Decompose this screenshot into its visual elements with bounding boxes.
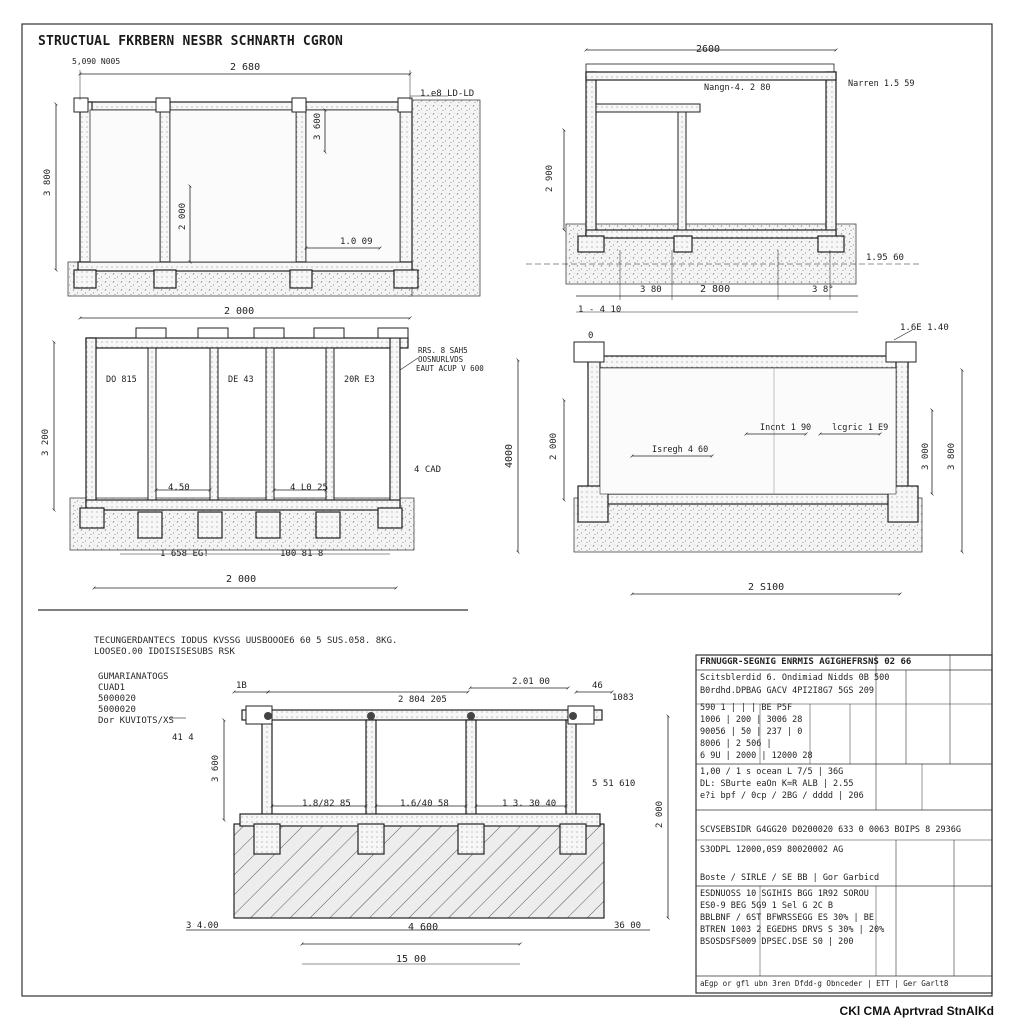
title-block-row: S3ODPL 12000,0S9 80020002 AG (700, 845, 844, 855)
title-block-heading: FRNUGGR-SEGNIG ENRMIS AGIGHEFRSNS 02 66 (700, 657, 912, 667)
title-block-row: 590 1 | | | BE P5F (700, 703, 793, 713)
dim-label: 3 800 (947, 443, 957, 470)
dim-label: 2.01 00 (512, 677, 550, 687)
dim-label: 1.95 60 (866, 253, 904, 263)
dim-label: 100 81 8 (280, 549, 323, 559)
dim-label: 2600 (696, 44, 720, 55)
title-block-row: 90056 | 50 | 237 | 0 (700, 727, 803, 737)
dim-label: 15 00 (396, 954, 426, 965)
dim-label: 1 3. 30 40 (502, 799, 556, 809)
dim-label: 5 51 610 (592, 779, 635, 789)
title-block-row: ESDNUOSS 10 SGIHIS BGG 1R92 SOROU (700, 889, 869, 899)
title-block-row: B0rdhd.DPBAG GACV 4PI2I8G7 5GS 209 (700, 686, 874, 696)
dim-label: EAUT ACUP V 600 (416, 364, 484, 373)
title-block-row: SCVSEBSIDR G4GG20 D0200020 633 0 0063 BO… (700, 825, 961, 835)
approval-stamp: CKl CMA Aprtvrad StnAlKd (839, 1004, 994, 1018)
title-block-row: Scitsblerdid 6. Ondimiad Nidds 0B 500 (700, 673, 890, 683)
dim-label: 3 800 (43, 169, 53, 196)
dim-label: 36 00 (614, 921, 641, 931)
dim-label: 3 200 (41, 429, 51, 456)
dim-label: 1083 (612, 693, 634, 703)
dim-label: 5,090 N005 (72, 57, 120, 66)
view-bottom-left: 1B 2 804 205 2.01 00 46 1083 41 4 3 600 … (170, 677, 670, 965)
dim-label: 2 000 (178, 203, 188, 230)
dim-label: 1.0 09 (340, 237, 373, 247)
dim-label: 3 4.00 (186, 921, 219, 931)
view-mid-right: 0 1.6E 1.40 Incnt 1 90 lcgric 1 E9 Isreg… (504, 323, 964, 596)
dim-label: 41 4 (172, 733, 194, 743)
dim-label: Narren 1.5 59 (848, 79, 915, 89)
dim-label: DO 815 (106, 375, 137, 385)
title-block-row: BTREN 1003 2 EGEDHS DRVS S 30% | 20% (700, 925, 885, 935)
note-line: 5000020 (98, 705, 136, 715)
dim-label: 3 600 (313, 113, 323, 140)
sheet-border (21, 23, 993, 997)
title-block-row: BBLBNF / 6ST BFWRSSEGG ES 30% | BE (700, 913, 874, 923)
dim-label: 3 8° (812, 285, 834, 295)
title-block-grid (695, 654, 993, 994)
dim-label: 20R E3 (344, 375, 375, 385)
dim-label: 2 800 (700, 284, 730, 295)
note-line: 5000020 (98, 694, 136, 704)
dim-label: 46 (592, 681, 603, 691)
dim-label: 4000 (504, 444, 515, 468)
title-block-row: BSOSDSFS009 DPSEC.DSE S0 | 200 (700, 937, 854, 947)
title-block-row: e?i bpf / 0cp / 2BG / dddd | 206 (700, 791, 864, 801)
dim-label: OOSNURLVDS (418, 355, 464, 364)
notes-header-line: TECUNGERDANTECS IODUS KVSSG UUSBOOOE6 60… (94, 636, 398, 646)
dim-label: 2 000 (224, 306, 254, 317)
dim-label: 1 658 EG! (160, 549, 209, 559)
dim-label: 2 900 (545, 165, 555, 192)
dim-label: 2 804 205 (398, 695, 447, 705)
title-block: FRNUGGR-SEGNIG ENRMIS AGIGHEFRSNS 02 66 … (696, 655, 992, 993)
dim-label: 2 000 (226, 574, 256, 585)
dim-label: 1.6/40 58 (400, 799, 449, 809)
view-mid-left: 2 000 RRS. 8 SAH5 OOSNURLVDS EAUT ACUP V… (41, 306, 484, 590)
dim-label: lcgric 1 E9 (832, 423, 888, 433)
dim-label: 3 600 (211, 755, 221, 782)
dim-label: Isregh 4 60 (652, 445, 708, 455)
notes-list: GUMARIANATOGS CUAD1 5000020 5000020 Dor … (98, 672, 174, 727)
title-block-row: 1,00 / 1 s ocean L 7/5 | 36G (700, 767, 844, 777)
earth-fill (407, 99, 481, 297)
dim-label: 4 L0 25 (290, 483, 328, 493)
view-top-right: 2600 Nangn-4. 2 80 Narren 1.5 59 2 900 1… (526, 44, 920, 315)
dim-label: RRS. 8 SAH5 (418, 346, 468, 355)
dim-label: 1B (236, 681, 247, 691)
dim-label: 2 S100 (748, 582, 784, 593)
title-block-row: Boste / SIRLE / SE BB | Gor Garbicd (700, 873, 880, 883)
title-block-row: 1006 | 200 | 3006 28 (700, 715, 803, 725)
note-line: CUAD1 (98, 683, 126, 693)
dim-label: 3 80 (640, 285, 662, 295)
dim-label: 4.50 (168, 483, 190, 493)
dim-label: 2 000 (655, 801, 665, 828)
dim-label: 2 000 (549, 433, 559, 460)
title-block-row: DL: SBurte eaOn K=R ALB | 2.55 (700, 779, 854, 789)
dim-label: 1.8/82 85 (302, 799, 351, 809)
note-line: GUMARIANATOGS (98, 672, 169, 682)
dim-label: 0 (588, 331, 593, 341)
sheet-title: STRUCTUAL FKRBERN NESBR SCHNARTH CGRON (38, 34, 344, 49)
dim-label: 4 600 (408, 922, 438, 933)
title-block-row: 6 9U | 2000 | 12000 28 (700, 751, 813, 761)
dim-label: Incnt 1 90 (760, 423, 811, 433)
title-block-row: ES0-9 BEG 5G9 1 Sel G 2C B (700, 901, 834, 911)
title-block-row: 8006 | 2 506 | (700, 739, 772, 749)
notes-header: TECUNGERDANTECS IODUS KVSSG UUSBOOOE6 60… (94, 636, 397, 658)
view-top-left: 5,090 N005 2 680 1.e8 LD-LD 3 600 2 000 … (43, 57, 481, 297)
dim-label: Nangn-4. 2 80 (704, 83, 771, 93)
dim-label: 1 - 4 10 (578, 305, 621, 315)
dim-label: 1.6E 1.40 (900, 323, 949, 333)
dim-label: DE 43 (228, 375, 254, 385)
title-block-row: aEgp or gfl ubn 3ren Dfdd-g Obnceder | E… (700, 979, 949, 988)
note-line: Dor KUVIOTS/XS (98, 716, 174, 726)
dim-label: 4 CAD (414, 465, 441, 475)
dim-label: 3 000 (921, 443, 931, 470)
notes-header-line: LOOSEO.00 IDOISISESUBS RSK (94, 647, 235, 657)
dim-label: 1.e8 LD-LD (420, 89, 474, 99)
dim-label: 2 680 (230, 62, 260, 73)
